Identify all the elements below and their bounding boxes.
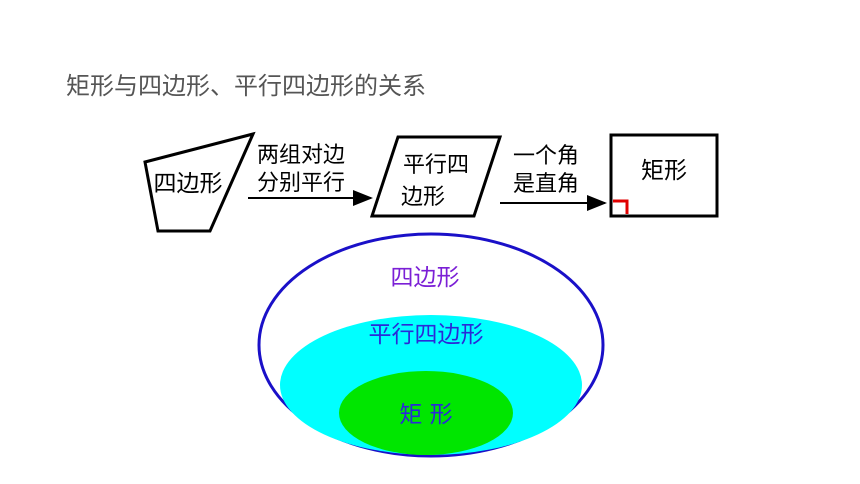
arrow1-label-line2: 分别平行 (257, 171, 345, 196)
arrow2-label-line2: 是直角 (513, 172, 579, 197)
arrow-right-angle: 一个角 是直角 (500, 144, 607, 211)
rectangle-node: 矩形 (609, 133, 719, 218)
rectangle-shape (609, 133, 719, 218)
quadrilateral-shape (143, 131, 256, 233)
arrow-parallel: 两组对边 分别平行 (248, 143, 373, 206)
arrow2-label-line1: 一个角 (513, 144, 579, 169)
arrow1-label-line1: 两组对边 (257, 143, 345, 168)
parallelogram-shape (369, 135, 503, 218)
quadrilateral-label: 四边形 (154, 171, 223, 197)
rectangle-set-label: 矩 形 (399, 402, 452, 428)
rectangle-set (339, 371, 513, 455)
quadrilateral-node: 四边形 (143, 131, 256, 233)
page-title: 矩形与四边形、平行四边形的关系 (66, 72, 426, 100)
parallelogram-label-line2: 边形 (401, 185, 445, 210)
parallelogram-label-line1: 平行四 (403, 153, 469, 178)
quadrilateral-set-label: 四边形 (391, 265, 460, 291)
venn-diagram: 四边形 平行四边形 矩 形 (257, 232, 605, 458)
right-angle-mark (613, 199, 629, 214)
parallelogram-set-label: 平行四边形 (369, 322, 484, 348)
rectangle-label: 矩形 (641, 158, 687, 184)
parallelogram-node: 平行四 边形 (369, 135, 503, 218)
